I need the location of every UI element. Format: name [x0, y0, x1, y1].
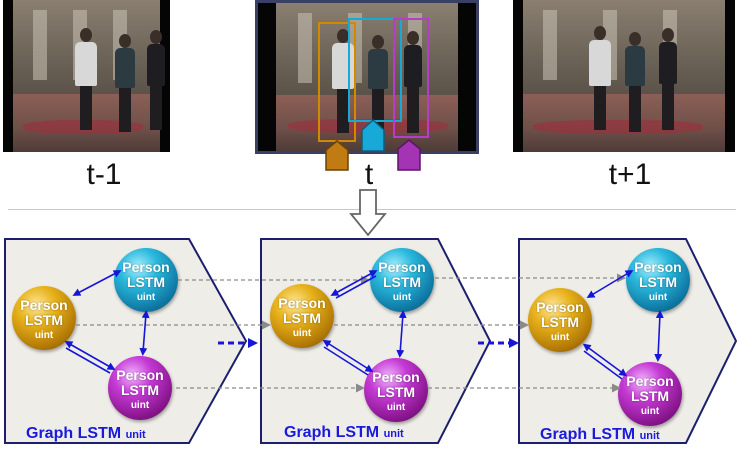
bbox-person-purple: [393, 18, 429, 138]
frame-t-plus-1: [513, 0, 735, 152]
graph-lstm-label: Graph LSTM unit: [26, 425, 146, 442]
pentagon-marker-icon: [361, 119, 385, 152]
time-label-t-minus-1: t-1: [86, 158, 122, 191]
panel-shape: [4, 238, 248, 444]
time-label-t-plus-1: t+1: [608, 158, 652, 191]
pentagon-marker-icon: [397, 139, 421, 171]
graph-lstm-label: Graph LSTM unit: [540, 426, 660, 443]
graph-lstm-label: Graph LSTM unit: [284, 424, 404, 441]
frame-t-minus-1: [3, 0, 170, 152]
hollow-down-arrow-icon: [349, 189, 387, 237]
pentagon-marker-icon: [325, 140, 349, 171]
time-label-t: t: [364, 158, 374, 191]
